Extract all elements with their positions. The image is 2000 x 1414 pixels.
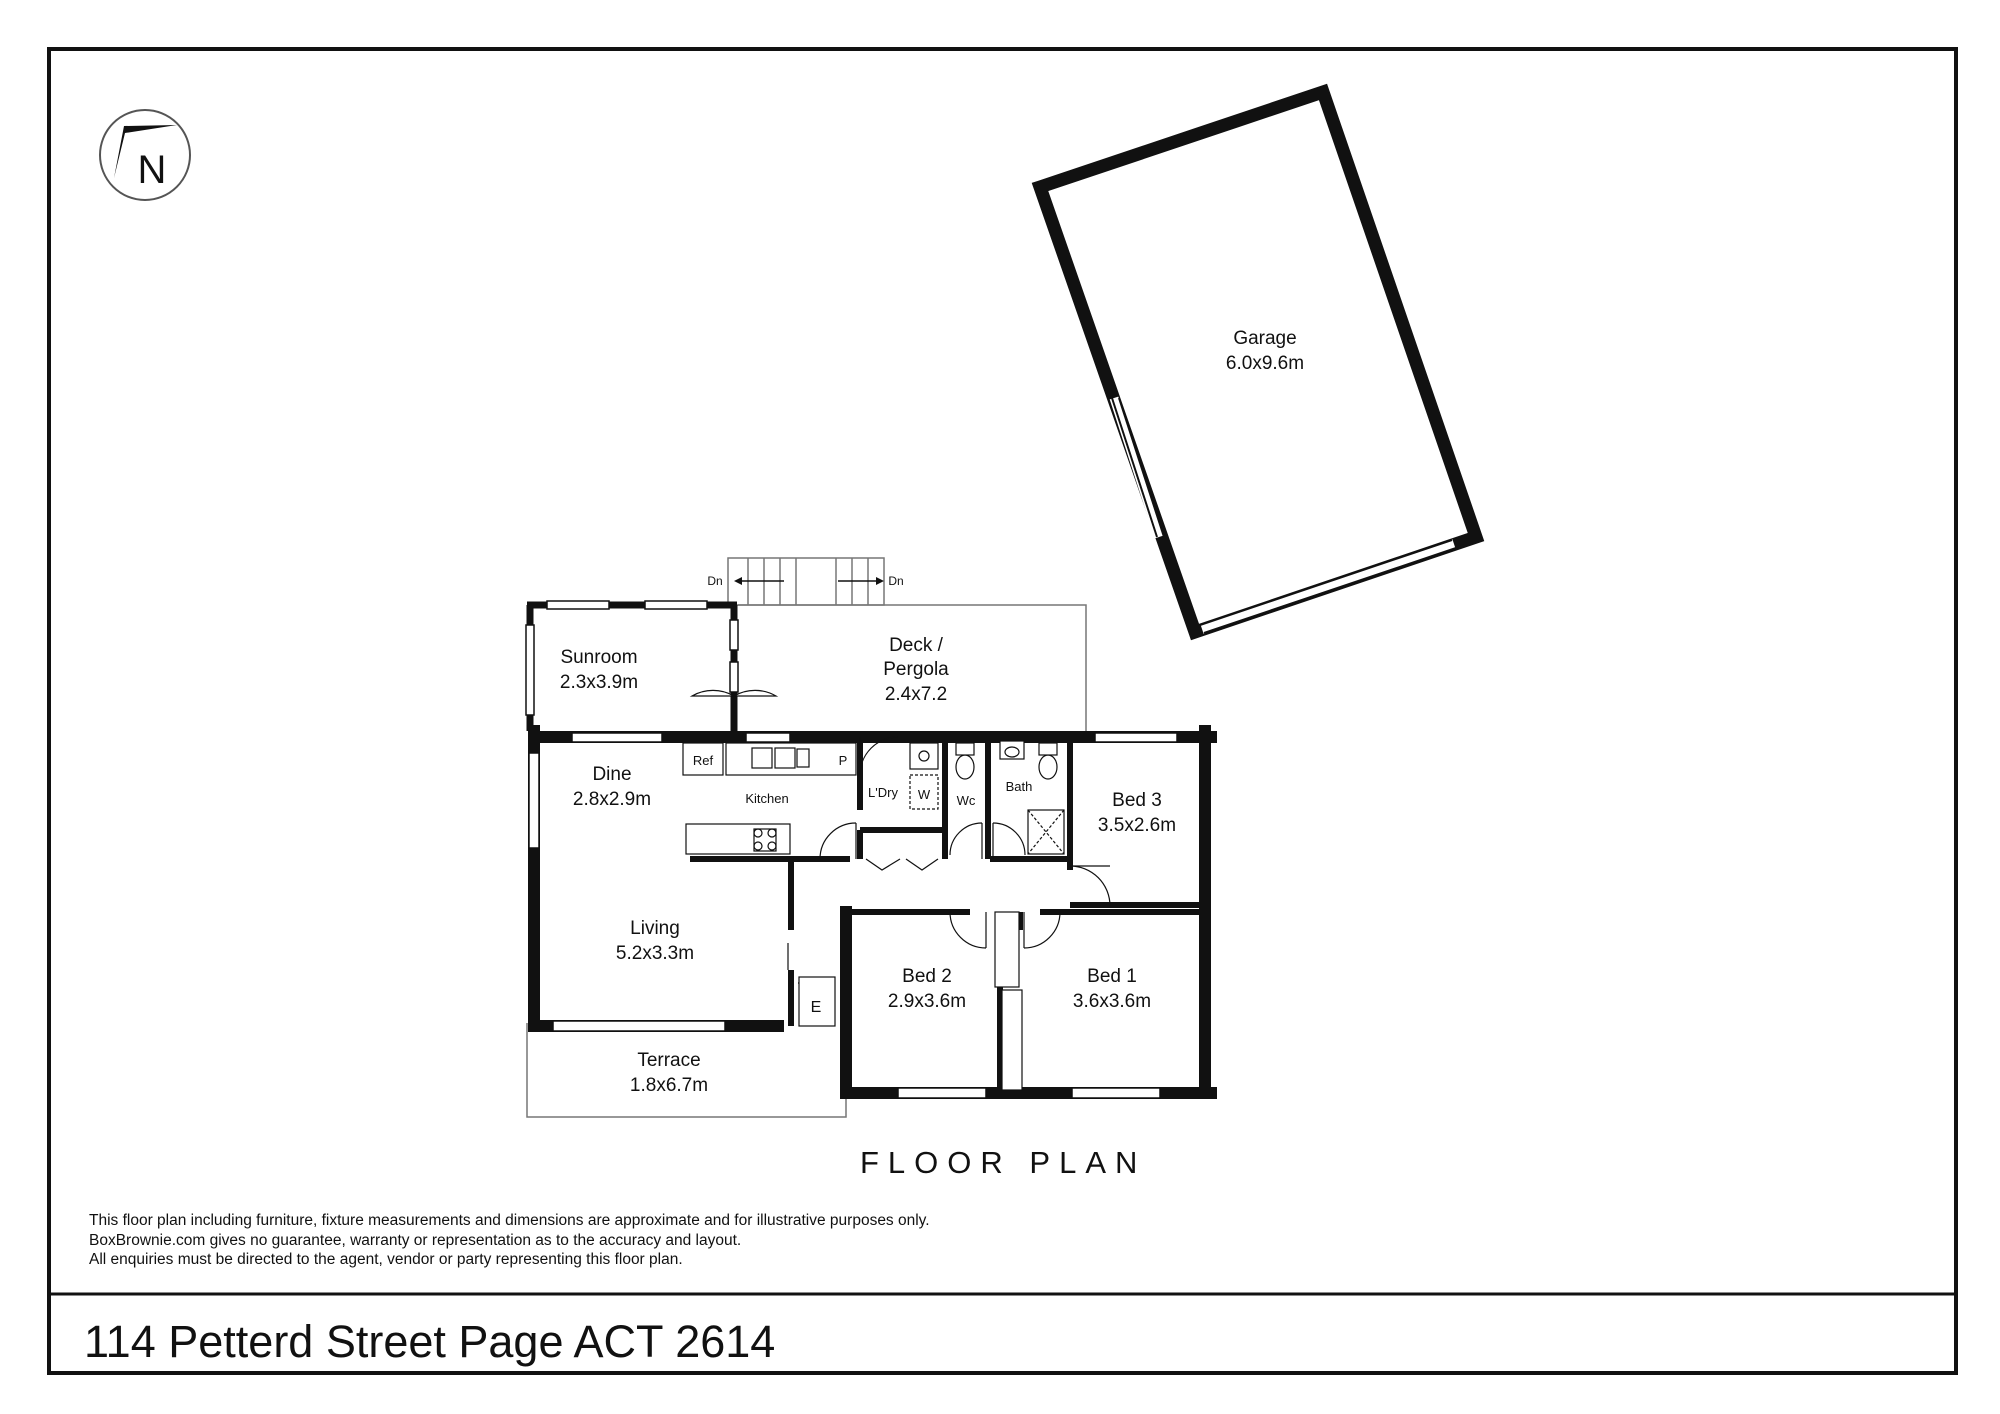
bed3-size: 3.5x2.6m [1098,815,1176,836]
deck-name-line2: Pergola [883,659,949,680]
deck-name-line1: Deck / [889,635,944,656]
wet-area-fixtures [909,740,1065,855]
dine-name: Dine [592,764,631,785]
deck-size: 2.4x7.2 [885,684,947,705]
door-swings [787,736,1111,1027]
sunroom-walls [526,601,738,731]
kitchen-fixtures [682,742,857,855]
wardrobes [994,911,1023,1091]
dine-size: 2.8x2.9m [573,789,651,810]
bath-name: Bath [1006,779,1033,794]
disclaimer: This floor plan including furniture, fix… [89,1211,1189,1270]
garage-shape [1031,83,1485,641]
stairs-left-label: Dn [707,574,722,588]
room-labels: Garage 6.0x9.6m Deck / Pergola 2.4x7.2 S… [560,328,1304,1096]
garage-size: 6.0x9.6m [1226,353,1304,374]
disclaimer-line: This floor plan including furniture, fix… [89,1212,930,1229]
fridge-label: Ref [693,753,714,768]
bed1-size: 3.6x3.6m [1073,991,1151,1012]
stairs-right-label: Dn [888,574,903,588]
deck-stairs [727,557,885,606]
deck-outline [738,604,1087,731]
wc-name: Wc [957,793,976,808]
pantry-label: P [839,753,848,768]
terrace-size: 1.8x6.7m [630,1075,708,1096]
page-frame [47,47,1958,1375]
sunroom-size: 2.3x3.9m [560,672,638,693]
terrace-name: Terrace [637,1050,700,1071]
bed3-name: Bed 3 [1112,790,1162,811]
property-address: 114 Petterd Street Page ACT 2614 [84,1316,776,1367]
living-size: 5.2x3.3m [616,943,694,964]
bed2-size: 2.9x3.6m [888,991,966,1012]
kitchen-name: Kitchen [745,791,788,806]
north-arrow-icon: N [99,109,191,201]
bed1-name: Bed 1 [1087,966,1137,987]
sunroom-name: Sunroom [560,647,637,668]
disclaimer-line: BoxBrownie.com gives no guarantee, warra… [89,1231,742,1249]
exterior-windows [528,732,1178,1099]
bed2-name: Bed 2 [902,966,952,987]
terrace-outline [526,1023,847,1118]
disclaimer-line: All enquiries must be directed to the ag… [89,1251,683,1268]
sunroom-windows [525,600,779,716]
living-name: Living [630,918,680,939]
entry-label: E [811,999,822,1016]
compass-letter: N [138,148,167,192]
washer-label: W [918,787,931,802]
garage-name: Garage [1233,328,1296,349]
laundry-name: L'Dry [868,785,898,800]
interior-walls [690,737,1205,1093]
plan-title: FLOOR PLAN [860,1145,1147,1180]
